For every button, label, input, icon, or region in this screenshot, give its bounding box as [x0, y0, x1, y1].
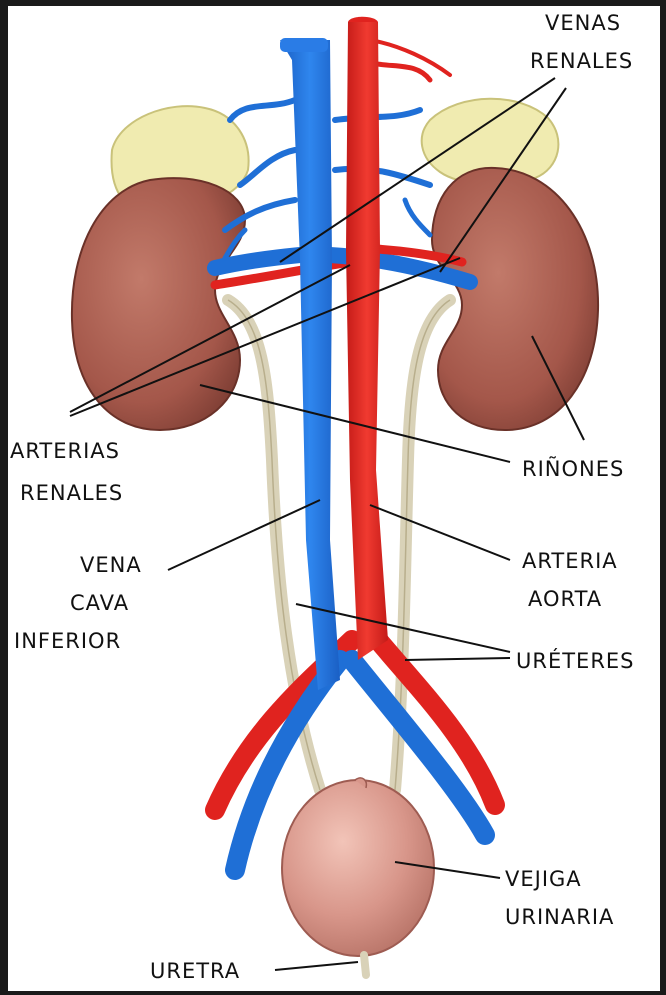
vena-cava-top [280, 38, 328, 52]
vejiga-urinaria [282, 780, 434, 956]
label-venas-renales-1: VENAS [545, 11, 621, 35]
label-vejiga-1: VEJIGA [505, 867, 582, 891]
label-arterias-renales-1: ARTERIAS [10, 439, 120, 463]
label-vena-cava-3: INFERIOR [14, 629, 121, 653]
uretra [364, 955, 366, 975]
label-vena-cava-1: VENA [80, 553, 142, 577]
label-arteria-aorta-2: AORTA [528, 587, 602, 611]
label-arterias-renales-2: RENALES [20, 481, 123, 505]
label-arteria-aorta-1: ARTERIA [522, 549, 618, 573]
label-ureteres: URÉTERES [516, 648, 635, 673]
label-vejiga-2: URINARIA [505, 905, 614, 929]
label-uretra: URETRA [150, 959, 240, 983]
label-venas-renales-2: RENALES [530, 49, 633, 73]
label-rinones: RIÑONES [522, 455, 624, 481]
label-vena-cava-2: CAVA [70, 591, 129, 615]
